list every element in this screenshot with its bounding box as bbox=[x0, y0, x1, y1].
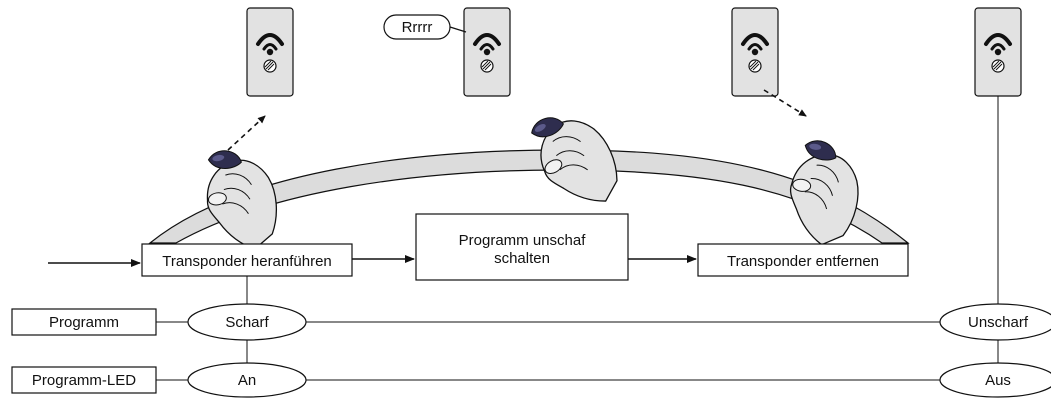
row-label: Programm-LED bbox=[32, 372, 136, 389]
process-step-approach: Transponder heranführen bbox=[141, 243, 353, 277]
state-row-programm-led: Programm-LED An Aus bbox=[11, 362, 1051, 398]
background-arc bbox=[148, 149, 910, 244]
process-step-label: Transponder heranführen bbox=[162, 253, 332, 270]
keypad-device-icon bbox=[973, 6, 1023, 98]
end-state-label: Unscharf bbox=[968, 314, 1029, 331]
process-step-label: Transponder entfernen bbox=[727, 253, 879, 270]
start-state-label: Scharf bbox=[225, 314, 269, 331]
hand-with-transponder-icon bbox=[782, 137, 866, 250]
process-step-label-line1: Programm unschaf bbox=[459, 232, 587, 249]
keypad-device-icon bbox=[462, 6, 512, 98]
end-state-label: Aus bbox=[985, 372, 1011, 389]
speech-bubble-icon: Rrrrr bbox=[383, 14, 467, 40]
speech-bubble-text: Rrrrr bbox=[402, 19, 433, 36]
process-step-label-line2: schalten bbox=[494, 250, 550, 267]
row-label: Programm bbox=[49, 314, 119, 331]
process-step-remove: Transponder entfernen bbox=[697, 243, 909, 277]
process-step-disarm: Programm unschaf schalten bbox=[415, 213, 629, 281]
approach-arrow bbox=[227, 115, 266, 151]
keypad-device-icon bbox=[245, 6, 295, 98]
keypad-device-icon bbox=[730, 6, 780, 98]
start-state-label: An bbox=[238, 372, 256, 389]
hand-with-transponder-icon bbox=[198, 142, 285, 257]
state-row-programm: Programm Scharf Unscharf bbox=[11, 303, 1051, 341]
